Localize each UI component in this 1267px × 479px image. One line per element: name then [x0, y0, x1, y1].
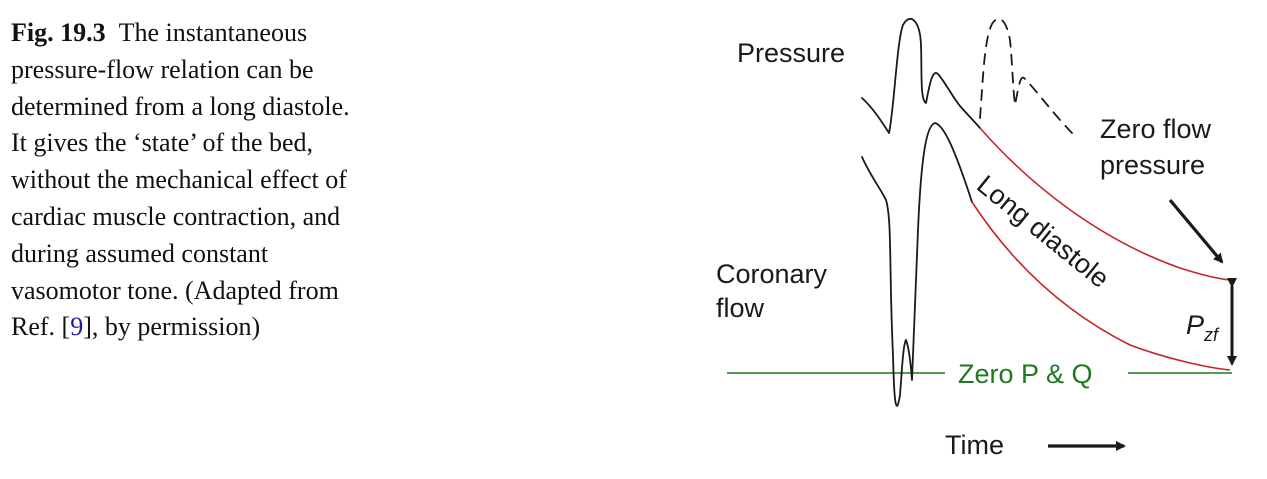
figure-caption: Fig. 19.3 The instantaneous pressure-flo…	[11, 15, 371, 346]
pressure-trace	[861, 18, 981, 134]
zero-flow-pressure-arrow	[1168, 198, 1224, 264]
time-label: Time	[945, 430, 1004, 460]
pressure-label: Pressure	[737, 38, 845, 68]
pzf-subscript: zf	[1203, 325, 1220, 345]
caption-text-end: ], by permission)	[83, 312, 261, 342]
reference-link[interactable]: 9	[70, 312, 84, 342]
pzf-label: Pzf	[1186, 310, 1220, 345]
coronary-label-line1: Coronary	[716, 259, 828, 289]
figure-label: Fig. 19.3	[11, 18, 106, 47]
diastole-flow-curve	[971, 201, 1231, 371]
coronary-flow-trace	[861, 122, 973, 407]
pressure-dashed-trace	[979, 17, 1073, 134]
zero-pq-label: Zero P & Q	[958, 359, 1093, 389]
zero-flow-label-line1: Zero flow	[1100, 114, 1212, 144]
zero-flow-label-line2: pressure	[1100, 150, 1205, 180]
diastole-pressure-curve	[979, 127, 1231, 281]
pzf-main: P	[1186, 310, 1204, 340]
coronary-label-line2: flow	[716, 293, 765, 323]
caption-text: The instantaneous pressure-flow relation…	[11, 18, 350, 342]
